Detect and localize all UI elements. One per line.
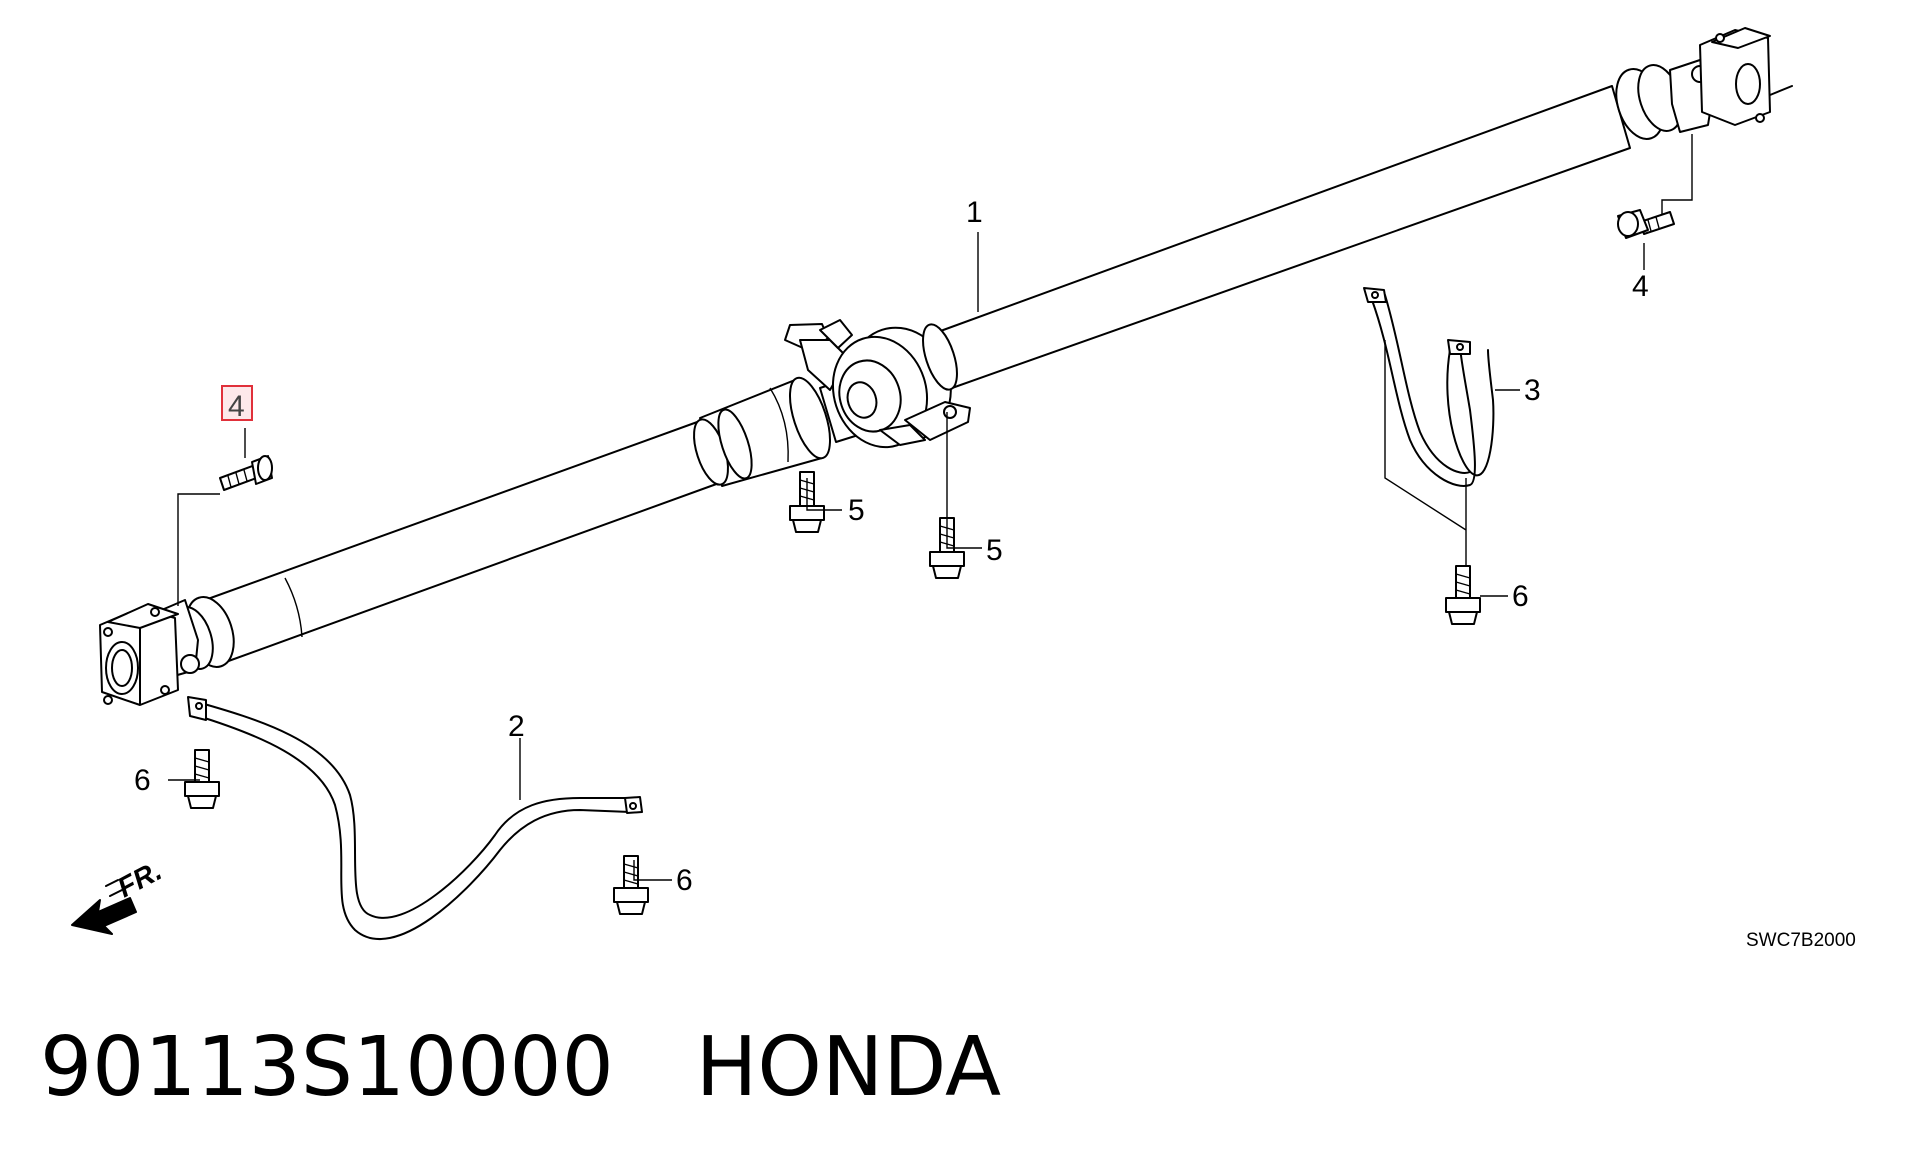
callout-2: 2 xyxy=(508,710,525,743)
leader-lines xyxy=(168,134,1693,881)
callout-4-highlight-box xyxy=(221,385,253,421)
bolt-4-rear xyxy=(1617,209,1675,239)
callout-labels: 1 2 3 4 4 5 5 6 6 6 xyxy=(134,196,1649,897)
brand-name: HONDA xyxy=(695,1020,1002,1115)
part-number: 90113S10000 xyxy=(40,1020,614,1115)
rear-universal-joint xyxy=(1615,27,1793,140)
callout-4-highlighted: 4 xyxy=(228,390,245,423)
bolt-6-bottom xyxy=(613,855,649,915)
drawing-code: SWC7B2000 xyxy=(1746,930,1856,951)
callout-5-left: 5 xyxy=(848,494,865,527)
callout-6-bottom: 6 xyxy=(676,864,693,897)
bolt-6-left xyxy=(184,749,220,809)
bolt-4-highlighted xyxy=(219,455,273,491)
front-label: FR. xyxy=(112,855,166,904)
callout-3: 3 xyxy=(1524,374,1541,407)
strap-2 xyxy=(187,696,643,940)
center-bearing xyxy=(784,319,971,449)
callout-4-rear: 4 xyxy=(1632,270,1649,303)
bolt-5-right xyxy=(929,517,965,579)
front-direction-arrow: FR. xyxy=(71,855,167,935)
callout-6-right: 6 xyxy=(1512,580,1529,613)
bolt-6-right xyxy=(1445,565,1481,625)
front-universal-joint xyxy=(99,596,235,706)
callout-6-left: 6 xyxy=(134,764,151,797)
callout-1: 1 xyxy=(966,196,983,229)
propeller-shaft xyxy=(204,85,1631,664)
strap-3 xyxy=(1363,287,1495,487)
callout-5-right: 5 xyxy=(986,534,1003,567)
part-title: 90113S10000 HONDA xyxy=(40,1018,1001,1118)
